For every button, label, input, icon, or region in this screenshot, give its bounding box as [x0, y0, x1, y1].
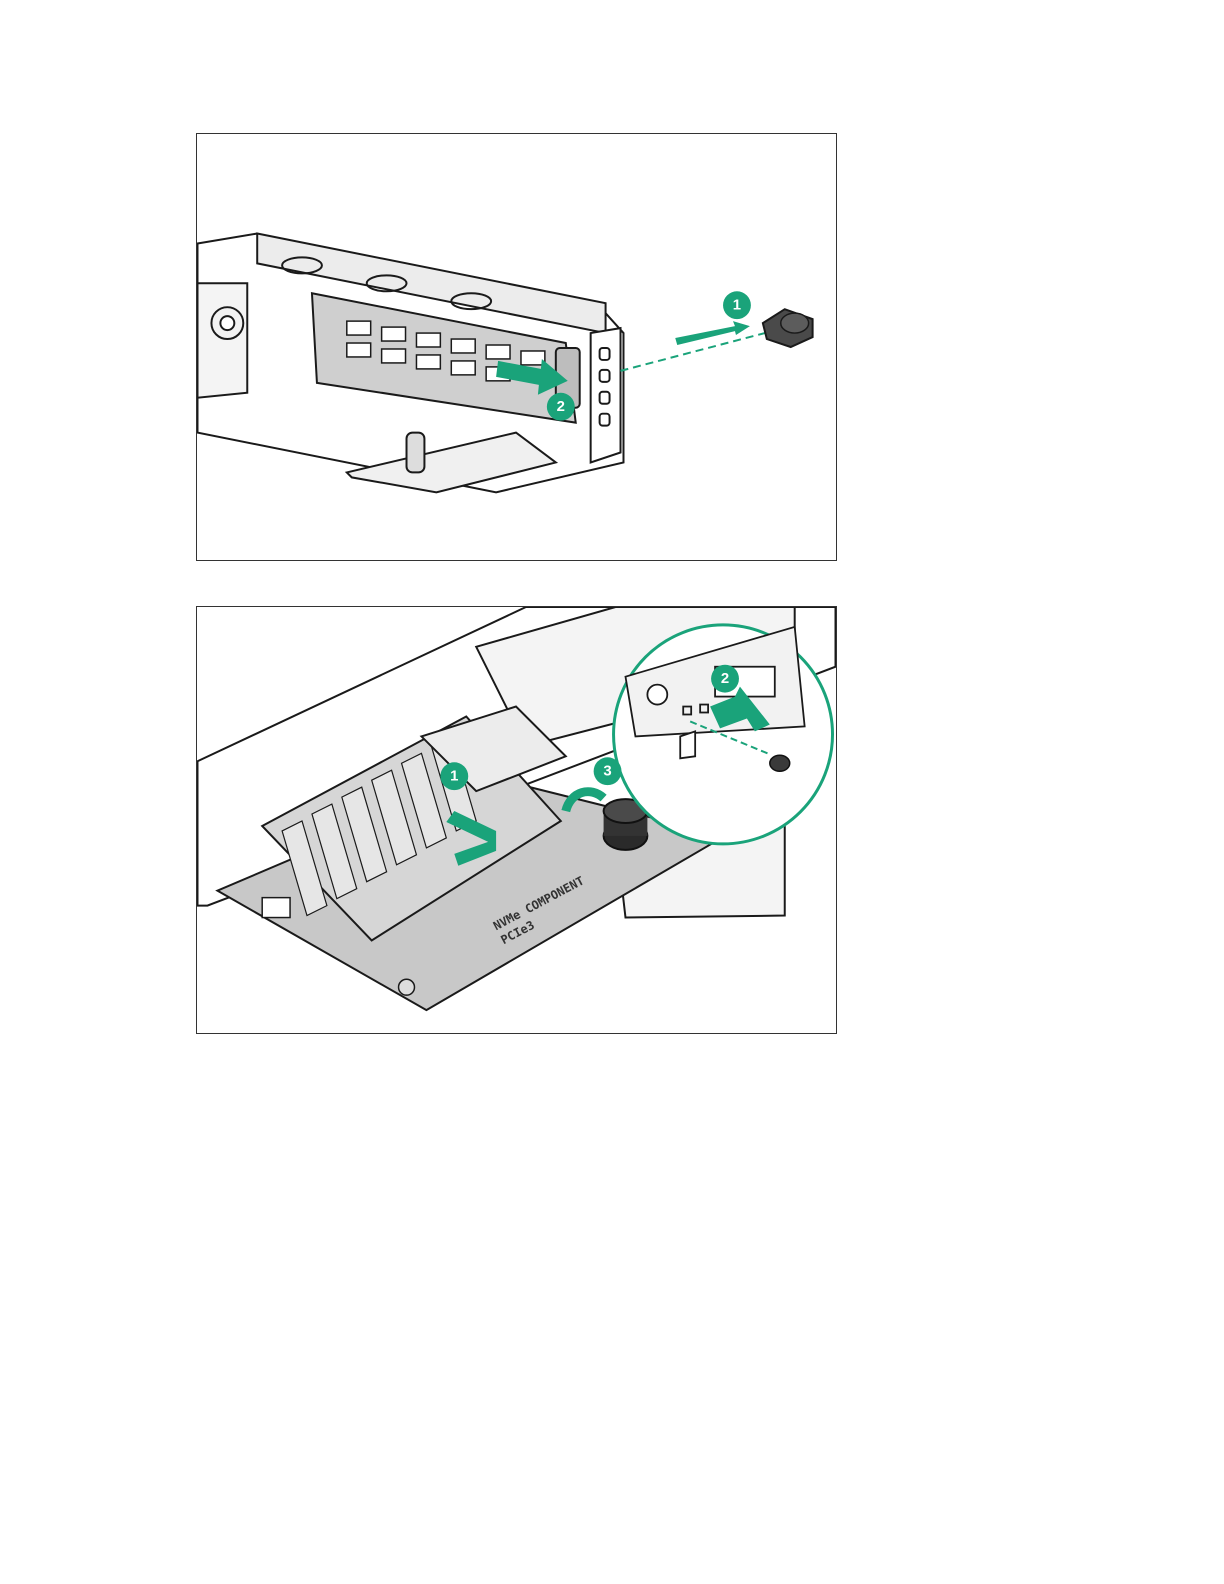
svg-text:3: 3: [603, 763, 611, 780]
svg-text:1: 1: [733, 297, 741, 314]
illustration-install-board: NVMe COMPONENT PCIe3: [196, 606, 837, 1034]
inset-screw-icon: [770, 755, 790, 771]
illustration-remove-slot-cover: 1 2: [196, 133, 837, 561]
callout-1: 1: [440, 762, 468, 790]
detail-inset: [614, 625, 833, 844]
board-install-drawing: NVMe COMPONENT PCIe3: [197, 607, 836, 1033]
callout-2: 2: [711, 665, 739, 693]
arrow-remove-screw: [675, 321, 750, 345]
svg-text:2: 2: [721, 670, 729, 687]
svg-text:1: 1: [450, 768, 458, 785]
callout-2: 2: [547, 393, 575, 421]
svg-text:2: 2: [557, 398, 565, 415]
riser-cage-drawing: 1 2: [197, 134, 836, 560]
callout-1: 1: [723, 291, 751, 319]
cage-bracket: [591, 328, 621, 462]
screw-icon: [763, 309, 813, 347]
callout-3: 3: [594, 757, 622, 785]
